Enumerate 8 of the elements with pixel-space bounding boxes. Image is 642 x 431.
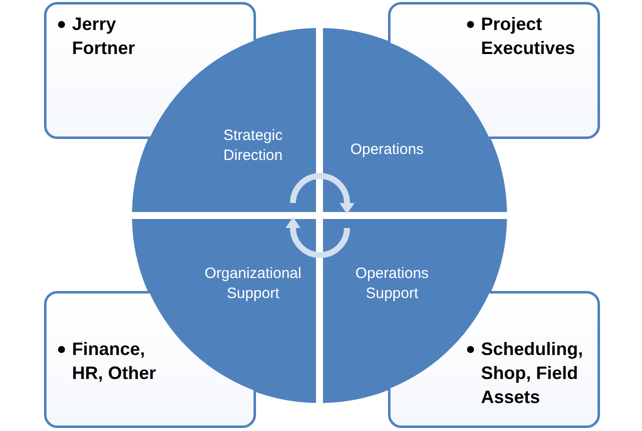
quadrant-label: Operations [350, 140, 424, 160]
quadrant-label: Operations Support [354, 264, 430, 304]
list-item-text: Jerry Fortner [72, 13, 136, 60]
list-item-text: Scheduling, Shop, Field Assets [481, 338, 584, 409]
list-item-text: Finance, HR, Other [72, 338, 158, 385]
quadrant-label: Organizational Support [204, 264, 302, 304]
list-item-text: Project Executives [481, 13, 576, 60]
quadrant-label: Strategic Direction [222, 126, 284, 166]
